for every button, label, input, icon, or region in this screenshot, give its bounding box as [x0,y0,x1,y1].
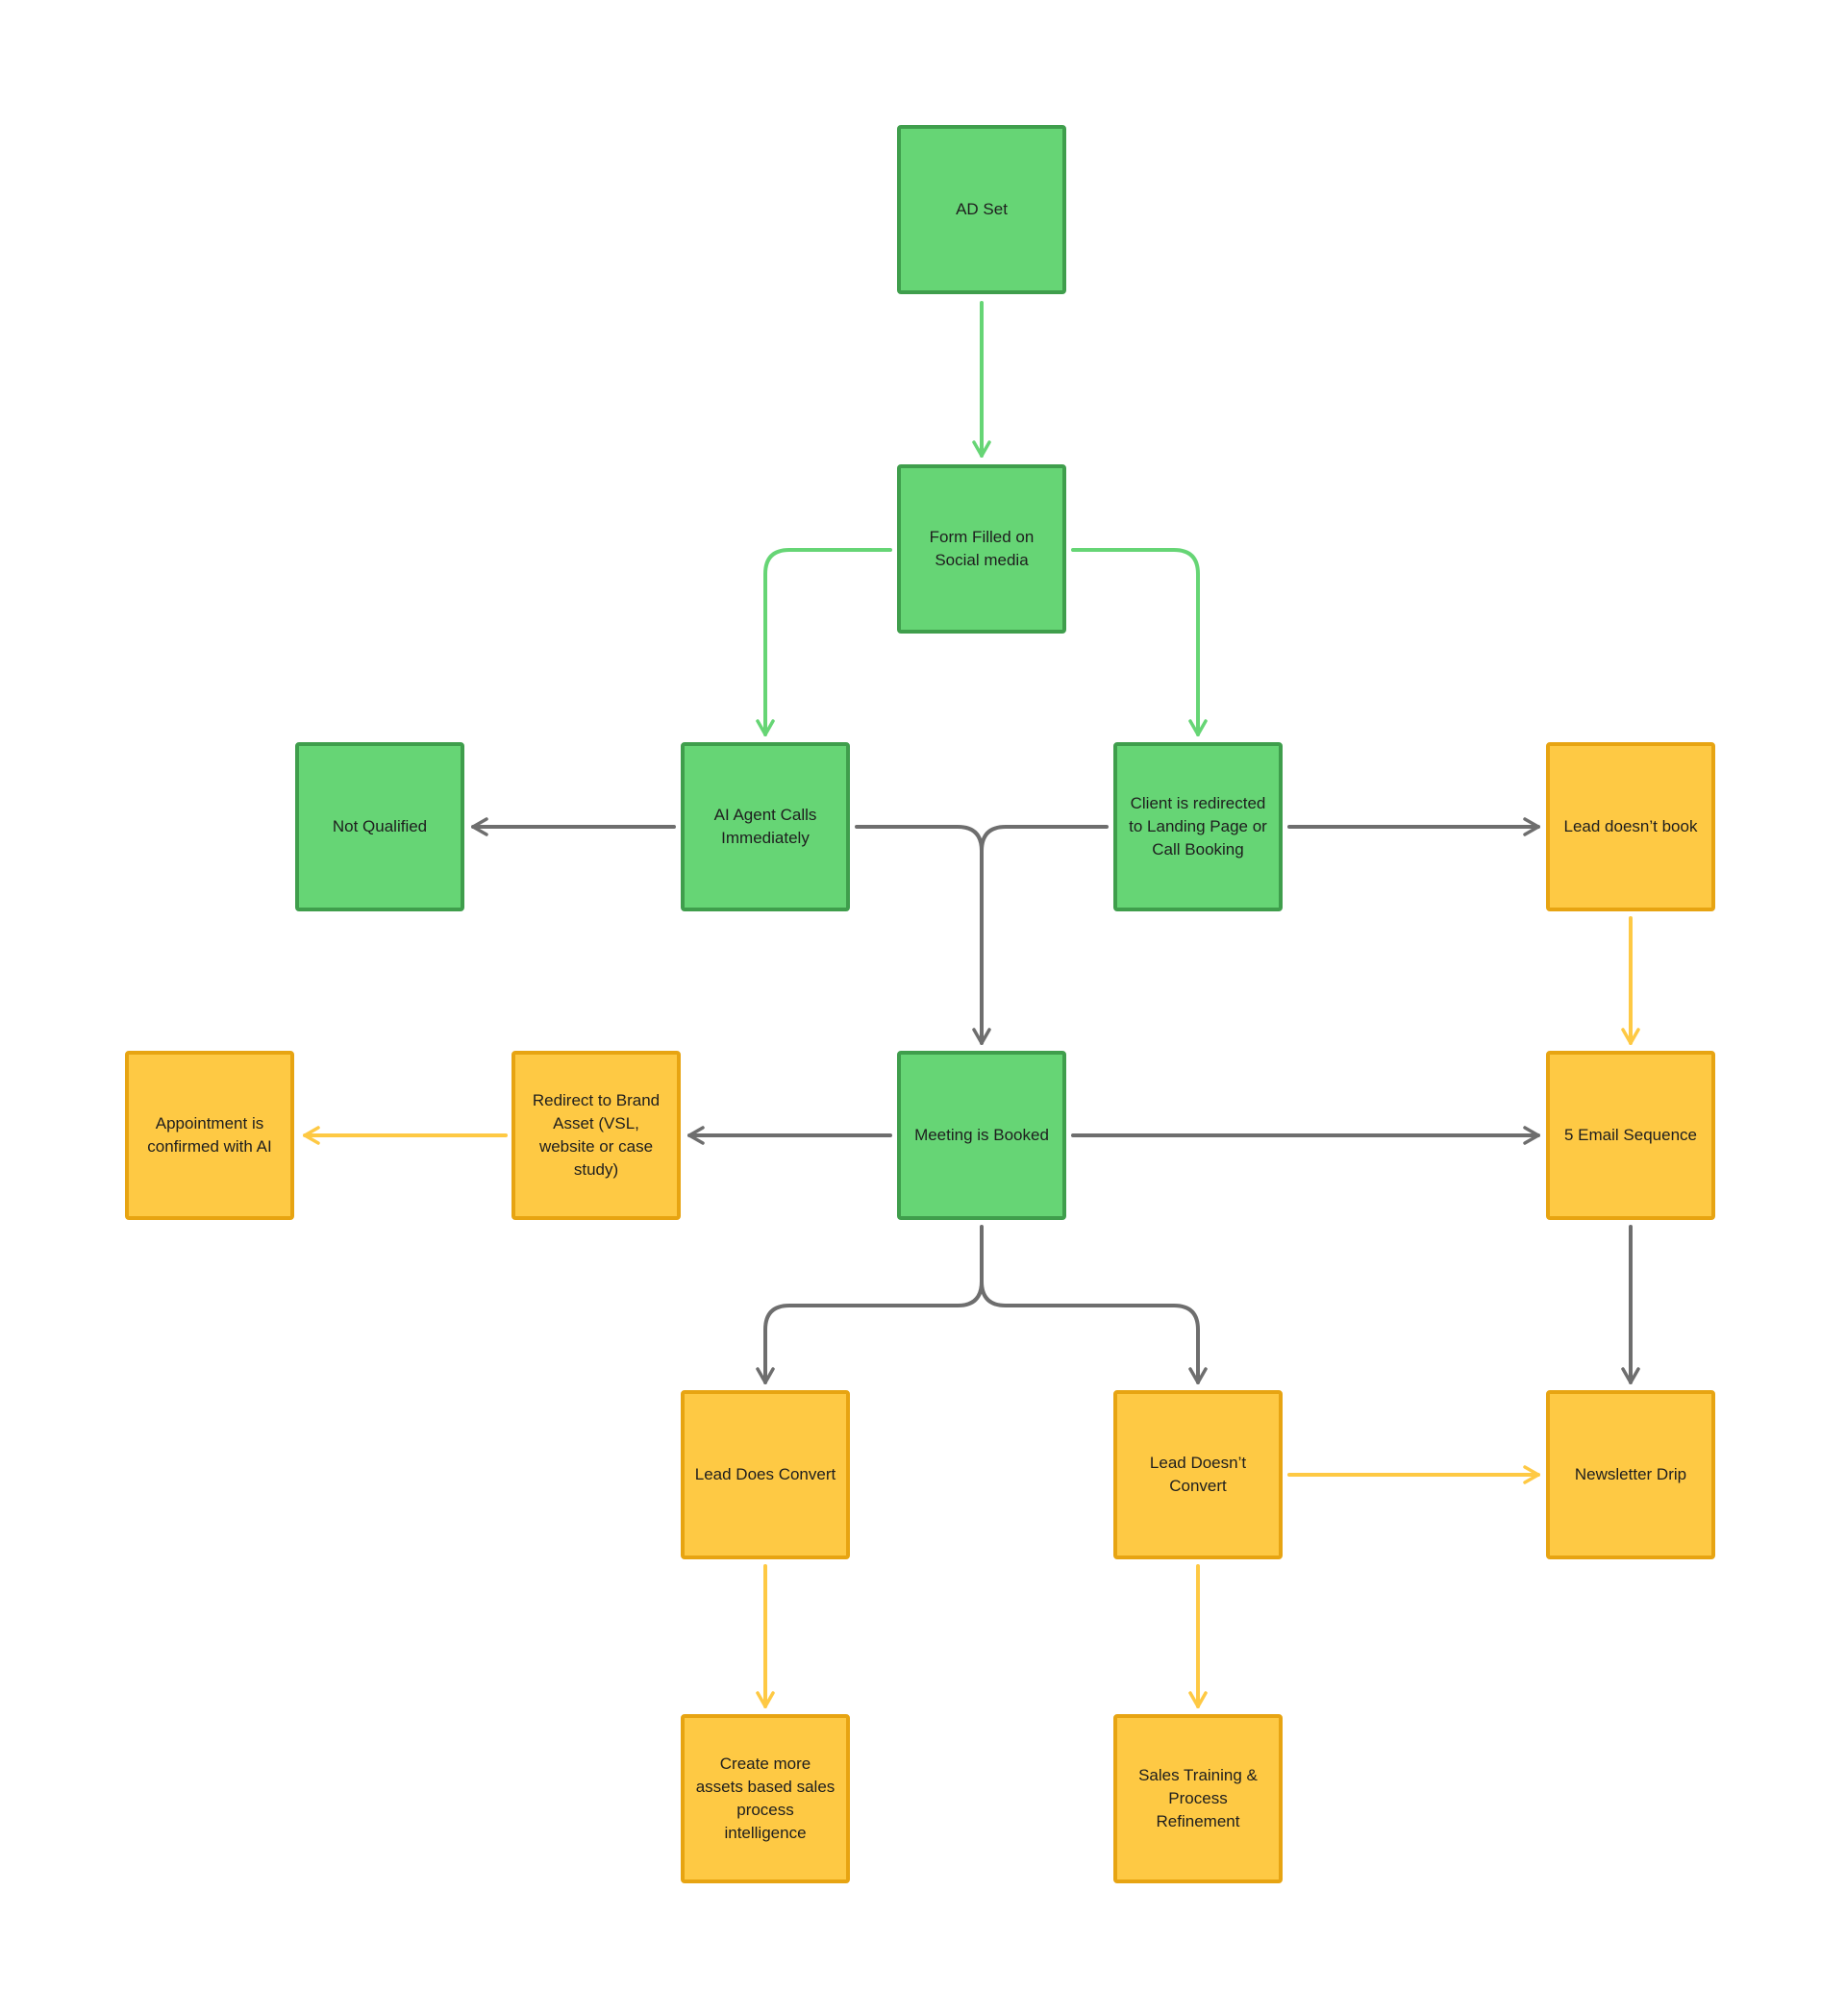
node-ai-agent-calls[interactable]: AI Agent Calls Immediately [681,742,850,911]
node-email-sequence[interactable]: 5 Email Sequence [1546,1051,1715,1220]
node-lead-doesnt-convert[interactable]: Lead Doesn’t Convert [1113,1390,1283,1559]
node-client-redirected[interactable]: Client is redirected to Landing Page or … [1113,742,1283,911]
connector-meeting-to-lead-converts [756,1225,984,1384]
node-redirect-brand-asset[interactable]: Redirect to Brand Asset (VSL, website or… [511,1051,681,1220]
node-create-more-assets[interactable]: Create more assets based sales process i… [681,1714,850,1883]
node-appointment-confirmed[interactable]: Appointment is confirmed with AI [125,1051,294,1220]
node-lead-doesnt-book-label: Lead doesn’t book [1563,817,1698,835]
node-redirect-brand-asset-label: Redirect to Brand Asset (VSL, website or… [532,1091,661,1179]
node-lead-does-convert[interactable]: Lead Does Convert [681,1390,850,1559]
node-sales-training-label: Sales Training & Process Refinement [1138,1766,1258,1830]
node-form-filled-label: Form Filled on Social media [929,528,1035,569]
node-not-qualified[interactable]: Not Qualified [295,742,464,911]
node-ai-agent-calls-label: AI Agent Calls Immediately [713,806,817,847]
connector-form-to-client-redirected [1071,548,1208,736]
node-lead-doesnt-convert-label: Lead Doesn’t Convert [1149,1454,1247,1495]
node-meeting-booked[interactable]: Meeting is Booked [897,1051,1066,1220]
node-client-redirected-label: Client is redirected to Landing Page or … [1129,794,1267,859]
node-email-sequence-label: 5 Email Sequence [1564,1126,1697,1144]
node-sales-training[interactable]: Sales Training & Process Refinement [1113,1714,1283,1883]
connector-ai-agent-to-meeting [855,825,991,1045]
node-not-qualified-label: Not Qualified [332,817,428,835]
connector-client-redirected-to-meeting [980,825,1109,853]
node-ad-set[interactable]: AD Set [897,125,1066,294]
node-appointment-confirmed-label: Appointment is confirmed with AI [147,1114,272,1156]
node-meeting-booked-label: Meeting is Booked [914,1126,1049,1144]
node-ad-set-label: AD Set [956,200,1008,218]
node-form-filled[interactable]: Form Filled on Social media [897,464,1066,634]
node-lead-doesnt-book[interactable]: Lead doesn’t book [1546,742,1715,911]
connector-form-to-ai-agent [756,548,892,736]
node-newsletter-drip-label: Newsletter Drip [1574,1465,1687,1483]
node-newsletter-drip[interactable]: Newsletter Drip [1546,1390,1715,1559]
node-create-more-assets-label: Create more assets based sales process i… [695,1755,836,1842]
node-lead-does-convert-label: Lead Does Convert [694,1465,836,1483]
connector-meeting-to-lead-doesnt-convert [980,1280,1208,1384]
